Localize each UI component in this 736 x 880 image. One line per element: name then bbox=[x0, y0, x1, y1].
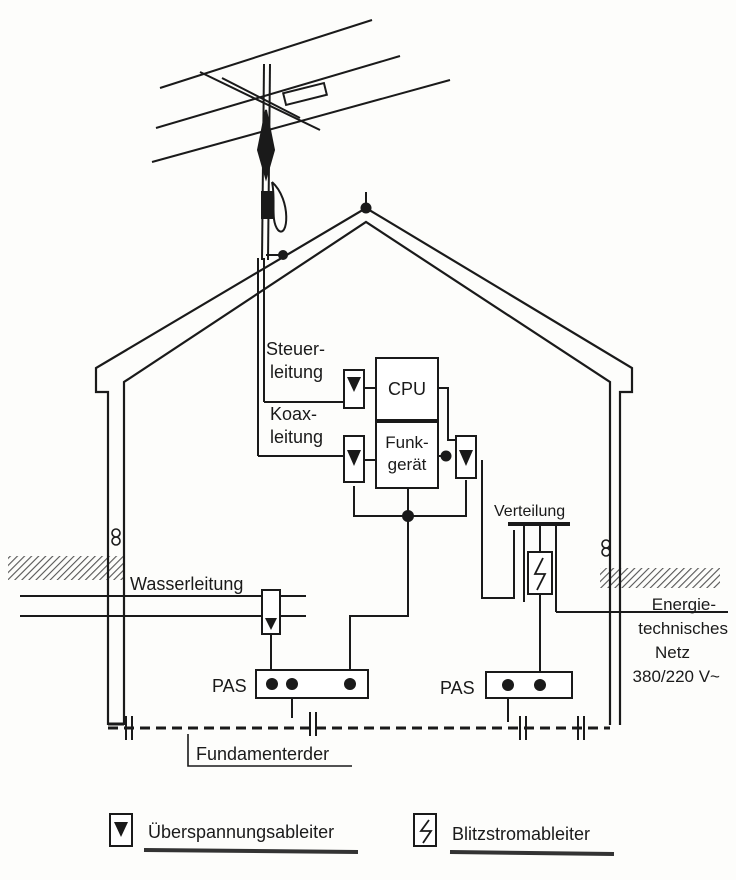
label-koaxleitung: leitung bbox=[270, 427, 323, 447]
label-steuerleitung: leitung bbox=[270, 362, 323, 382]
label-koaxleitung: Koax- bbox=[270, 404, 317, 424]
legend-lightning-arrester-icon bbox=[413, 813, 437, 847]
surge-arrester-coax-icon bbox=[343, 435, 365, 483]
wall-separator-right bbox=[601, 539, 611, 557]
label-pas-right: PAS bbox=[440, 678, 475, 698]
water-pipe bbox=[20, 595, 306, 617]
legend-surge-arrester-label: Überspannungsableiter bbox=[148, 822, 334, 842]
surge-arrester-power-icon bbox=[455, 435, 477, 479]
legend-lightning-arrester-label: Blitzstromableiter bbox=[452, 824, 590, 844]
indoor-cables bbox=[258, 387, 515, 682]
ground-right bbox=[600, 568, 720, 588]
junction-node bbox=[402, 510, 414, 522]
label-netz: Netz bbox=[655, 643, 690, 662]
distribution-lines bbox=[523, 524, 728, 684]
lightning-arrester-icon bbox=[527, 551, 553, 595]
surge-arrester-control-icon bbox=[343, 369, 365, 409]
legend-underline bbox=[449, 850, 615, 856]
label-pas-left: PAS bbox=[212, 676, 247, 696]
mast-clamp bbox=[278, 250, 288, 260]
fundamenterder-leader bbox=[187, 734, 352, 767]
roof-ridge-joint bbox=[360, 202, 372, 214]
label-wasserleitung: Wasserleitung bbox=[130, 574, 243, 594]
label-fundamenterder: Fundamenterder bbox=[196, 744, 329, 764]
spark-gap-marks bbox=[125, 712, 585, 740]
foundation-earth-electrode bbox=[108, 722, 610, 730]
pas-bar-right bbox=[485, 671, 573, 699]
earthing-leads bbox=[291, 698, 509, 722]
wall-separator-left bbox=[111, 528, 121, 546]
label-funkgeraet: Funk- bbox=[385, 433, 428, 452]
ground-left bbox=[8, 556, 123, 580]
legend: Überspannungsableiter Blitzstromableiter bbox=[109, 813, 615, 856]
water-pipe-arrester-icon bbox=[261, 589, 281, 635]
label-netz: technisches bbox=[638, 619, 728, 638]
radio-box bbox=[375, 421, 439, 489]
label-netz: 380/220 V~ bbox=[633, 667, 721, 686]
pas-terminal bbox=[344, 678, 356, 690]
label-cpu: CPU bbox=[388, 379, 426, 399]
legend-underline bbox=[143, 848, 359, 854]
pas-terminal bbox=[502, 679, 514, 691]
label-netz: Energie- bbox=[652, 595, 716, 614]
junction-node bbox=[440, 450, 452, 462]
label-verteilung: Verteilung bbox=[494, 503, 565, 520]
legend-surge-arrester-icon bbox=[109, 813, 133, 847]
label-steuerleitung: Steuer- bbox=[266, 339, 325, 359]
label-funkgeraet: gerät bbox=[388, 455, 427, 474]
pas-terminal bbox=[534, 679, 546, 691]
antenna-icon bbox=[151, 19, 451, 456]
pas-terminal bbox=[266, 678, 278, 690]
cpu-box bbox=[375, 357, 439, 421]
pas-terminal bbox=[286, 678, 298, 690]
